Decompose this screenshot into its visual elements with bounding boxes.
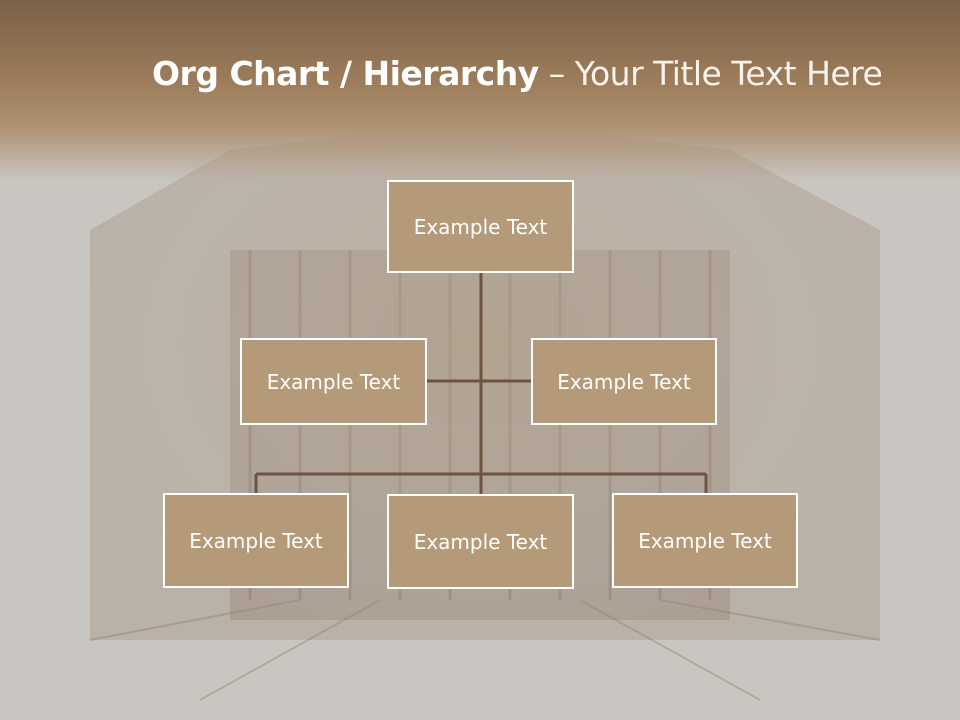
title-separator: – <box>538 54 575 93</box>
slide-title: Org Chart / Hierarchy – Your Title Text … <box>152 54 942 98</box>
org-node-child-left: Example Text <box>163 493 349 588</box>
org-node-assistant-left: Example Text <box>240 338 427 425</box>
header-band <box>0 0 960 180</box>
title-rest: Your Title Text Here <box>574 54 883 93</box>
org-node-root: Example Text <box>387 180 574 273</box>
org-node-label: Example Text <box>413 529 548 554</box>
org-node-label: Example Text <box>638 528 772 553</box>
title-bold: Org Chart / Hierarchy <box>152 54 539 93</box>
org-node-child-right: Example Text <box>612 493 798 588</box>
org-node-child-center: Example Text <box>387 494 574 589</box>
org-node-label: Example Text <box>189 528 323 553</box>
org-node-label: Example Text <box>413 214 548 239</box>
org-node-assistant-right: Example Text <box>531 338 717 425</box>
org-node-label: Example Text <box>266 369 401 394</box>
org-node-label: Example Text <box>557 369 691 394</box>
